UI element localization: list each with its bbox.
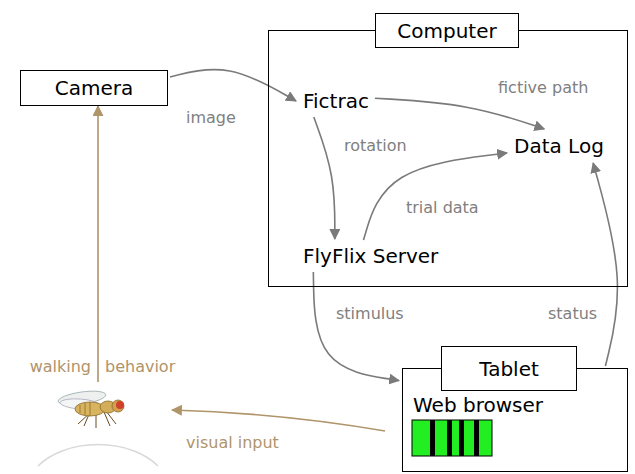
behavior-arrow (97, 106, 99, 382)
process-label: FlyFlix Server (303, 244, 438, 268)
edge-label: rotation (342, 136, 409, 155)
flow-connector (170, 70, 296, 101)
device-box: TabletWeb browser (402, 368, 628, 472)
process-label: Data Log (510, 132, 608, 160)
flow-label: behavior (103, 357, 177, 376)
visual-input-arrow (172, 410, 385, 431)
edge-label: stimulus (334, 304, 406, 323)
edge-label: trial data (404, 198, 481, 217)
box-text: Web browser (413, 393, 543, 417)
flow-connector (363, 153, 507, 240)
edge-label: fictive path (496, 78, 590, 97)
edge-label: image (184, 108, 238, 127)
flow-label: walking (28, 357, 93, 376)
box-heading: Computer (375, 13, 519, 48)
flow-connector (313, 272, 399, 380)
device-box: Camera (20, 70, 168, 106)
process-label: FlyFlix Server (299, 242, 442, 270)
flow-connector (593, 163, 617, 366)
treadmill-ball (38, 445, 158, 466)
flow-label: visual input (184, 433, 281, 452)
flow-connector (314, 117, 335, 239)
flow-connector (375, 98, 544, 129)
system-box: ComputerFictracData LogFlyFlix Server (268, 30, 628, 287)
process-label: Fictrac (299, 87, 373, 115)
process-label: Fictrac (303, 89, 369, 113)
fly-illustration (57, 389, 124, 428)
stimulus-pattern (412, 420, 492, 456)
process-label: Data Log (514, 134, 604, 158)
box-heading: Tablet (441, 346, 577, 391)
box-text: Camera (55, 76, 134, 100)
edge-label: status (546, 304, 599, 323)
